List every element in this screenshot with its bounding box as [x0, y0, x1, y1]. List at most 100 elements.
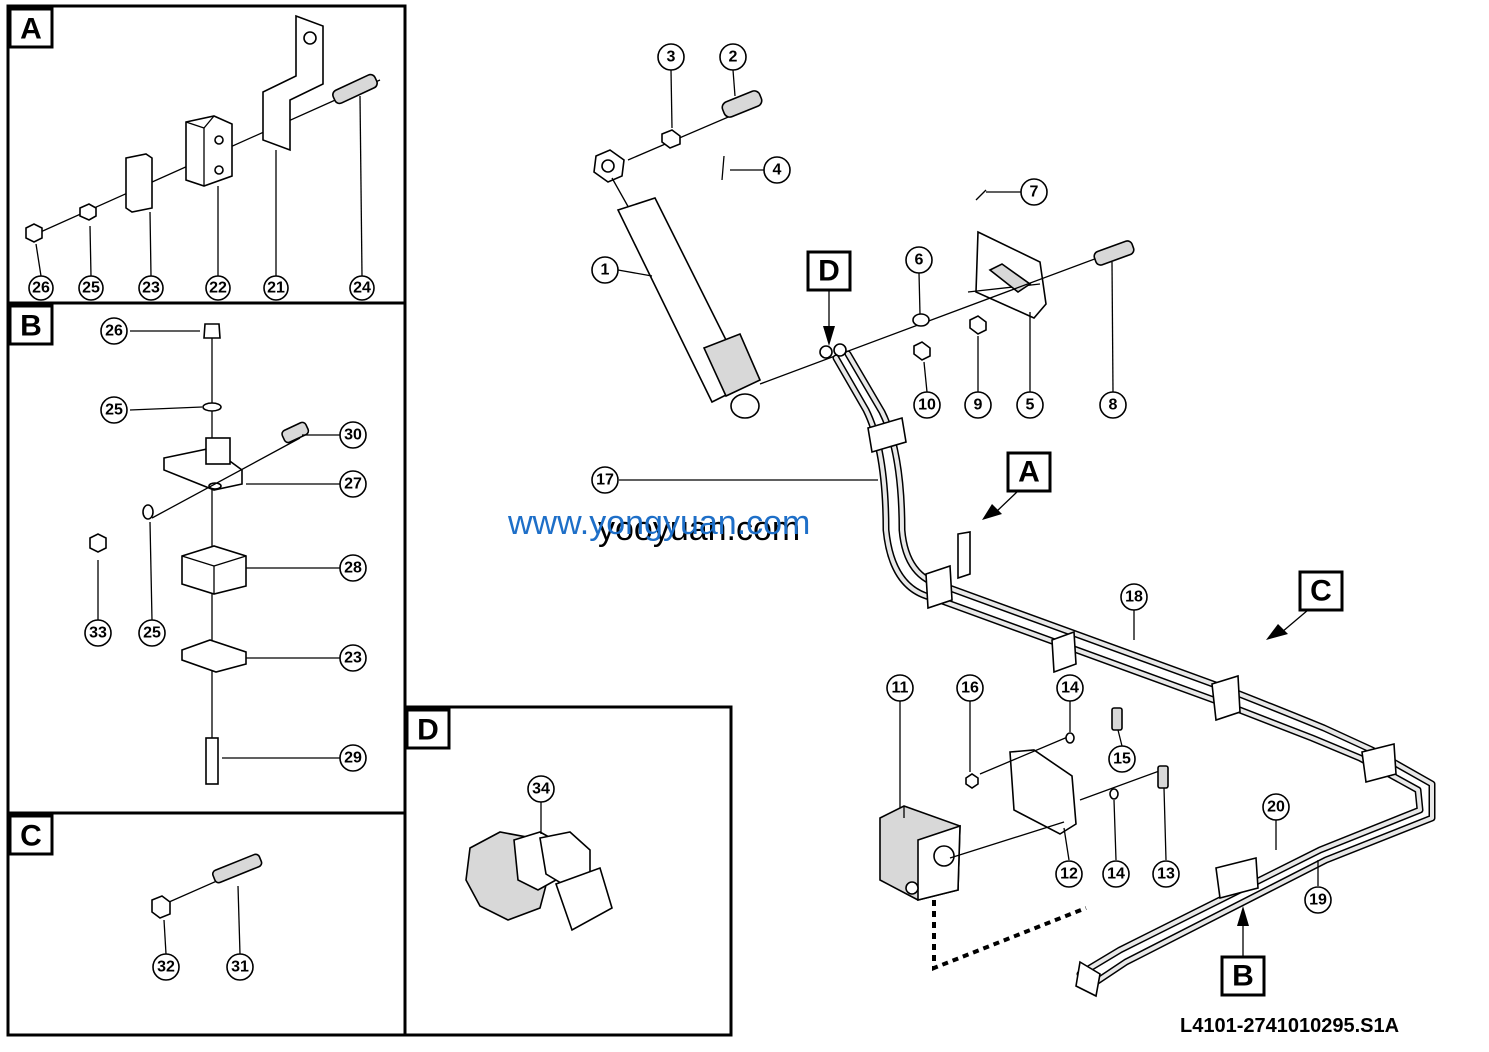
svg-text:14: 14: [1061, 680, 1079, 697]
watermark: www.yongyuan.com: [507, 504, 810, 542]
svg-text:13: 13: [1157, 866, 1175, 883]
inset-a-label: A: [8, 7, 54, 49]
callout-b26: 26: [100, 317, 128, 345]
svg-text:23: 23: [142, 280, 160, 297]
callout-18: 18: [1120, 583, 1148, 611]
callout-b25a: 25: [100, 396, 128, 424]
callout-b29: 29: [339, 744, 367, 772]
callout-4: 4: [763, 156, 791, 184]
callout-14a: 14: [1056, 674, 1084, 702]
svg-text:9: 9: [974, 397, 983, 414]
callout-7: 7: [1020, 178, 1048, 206]
callout-c31: 31: [226, 953, 254, 981]
svg-text:24: 24: [353, 280, 371, 297]
svg-text:33: 33: [89, 625, 107, 642]
svg-text:6: 6: [915, 252, 924, 269]
inset-b-drawing: [89, 323, 310, 785]
callout-a24: 24: [349, 275, 375, 301]
callout-15: 15: [1108, 745, 1136, 773]
svg-text:25: 25: [143, 625, 161, 642]
callout-b33: 33: [84, 619, 112, 647]
svg-text:18: 18: [1125, 589, 1143, 606]
callout-b25b: 25: [138, 619, 166, 647]
svg-text:19: 19: [1309, 892, 1327, 909]
section-flag-c: C: [1266, 570, 1344, 640]
section-flag-b: B: [1220, 906, 1266, 997]
svg-text:D: D: [818, 255, 840, 288]
callout-12: 12: [1055, 860, 1083, 888]
svg-text:28: 28: [344, 560, 362, 577]
inset-c-drawing: [151, 853, 263, 919]
pump-assembly: [879, 707, 1169, 971]
callout-5: 5: [1016, 391, 1044, 419]
inset-c-label: C: [8, 814, 54, 856]
svg-text:10: 10: [918, 397, 936, 414]
callout-10: 10: [913, 391, 941, 419]
svg-text:29: 29: [344, 750, 362, 767]
svg-text:C: C: [20, 820, 42, 853]
svg-text:D: D: [417, 714, 439, 747]
callout-14b: 14: [1102, 860, 1130, 888]
inset-a-drawing: [25, 14, 381, 243]
callout-a22: 22: [205, 275, 231, 301]
callout-19: 19: [1304, 886, 1332, 914]
svg-text:25: 25: [82, 280, 100, 297]
callout-a21: 21: [263, 275, 289, 301]
svg-text:32: 32: [157, 959, 175, 976]
svg-text:21: 21: [267, 280, 285, 297]
svg-text:7: 7: [1030, 184, 1039, 201]
callout-8: 8: [1099, 391, 1127, 419]
svg-text:26: 26: [105, 323, 123, 340]
callout-2: 2: [719, 43, 747, 71]
svg-text:B: B: [1232, 960, 1254, 993]
svg-text:23: 23: [344, 650, 362, 667]
section-flag-a: A: [982, 451, 1052, 520]
callout-6: 6: [905, 246, 933, 274]
svg-text:3: 3: [667, 49, 676, 66]
callout-b28: 28: [339, 554, 367, 582]
svg-text:5: 5: [1026, 397, 1035, 414]
svg-text:1: 1: [601, 262, 610, 279]
svg-text:30: 30: [344, 427, 362, 444]
inset-c-frame: [6, 811, 407, 1037]
main-assembly: [593, 90, 1135, 419]
callout-13: 13: [1152, 860, 1180, 888]
callout-c32: 32: [152, 953, 180, 981]
svg-text:31: 31: [231, 959, 249, 976]
callout-1: 1: [591, 256, 619, 284]
callout-a26: 26: [28, 275, 54, 301]
svg-text:16: 16: [961, 680, 979, 697]
svg-text:20: 20: [1267, 799, 1285, 816]
hydraulic-lines: [832, 350, 1436, 998]
callout-9: 9: [964, 391, 992, 419]
svg-text:A: A: [1018, 456, 1040, 489]
callout-a25: 25: [78, 275, 104, 301]
callout-b23: 23: [339, 644, 367, 672]
svg-text:B: B: [20, 310, 42, 343]
callout-17: 17: [591, 466, 619, 494]
svg-text:4: 4: [773, 162, 782, 179]
inset-d-label: D: [405, 708, 451, 750]
inset-d-frame: [403, 705, 733, 1037]
svg-text:A: A: [20, 13, 42, 46]
callout-b27: 27: [339, 470, 367, 498]
svg-text:11: 11: [892, 680, 909, 697]
section-flag-d: D: [806, 250, 852, 346]
callout-3: 3: [657, 43, 685, 71]
watermark-shadow: yooyuan.com: [598, 510, 800, 548]
svg-text:22: 22: [209, 280, 227, 297]
callout-16: 16: [956, 674, 984, 702]
callout-a23: 23: [138, 275, 164, 301]
svg-text:14: 14: [1107, 866, 1125, 883]
svg-text:15: 15: [1113, 751, 1131, 768]
callout-11: 11: [886, 674, 914, 702]
svg-text:34: 34: [532, 781, 550, 798]
svg-text:C: C: [1310, 575, 1332, 608]
inset-b-label: B: [8, 304, 54, 346]
svg-text:27: 27: [344, 476, 362, 493]
callout-b30: 30: [339, 421, 367, 449]
svg-text:25: 25: [105, 402, 123, 419]
callout-20: 20: [1262, 793, 1290, 821]
svg-text:8: 8: [1109, 397, 1118, 414]
